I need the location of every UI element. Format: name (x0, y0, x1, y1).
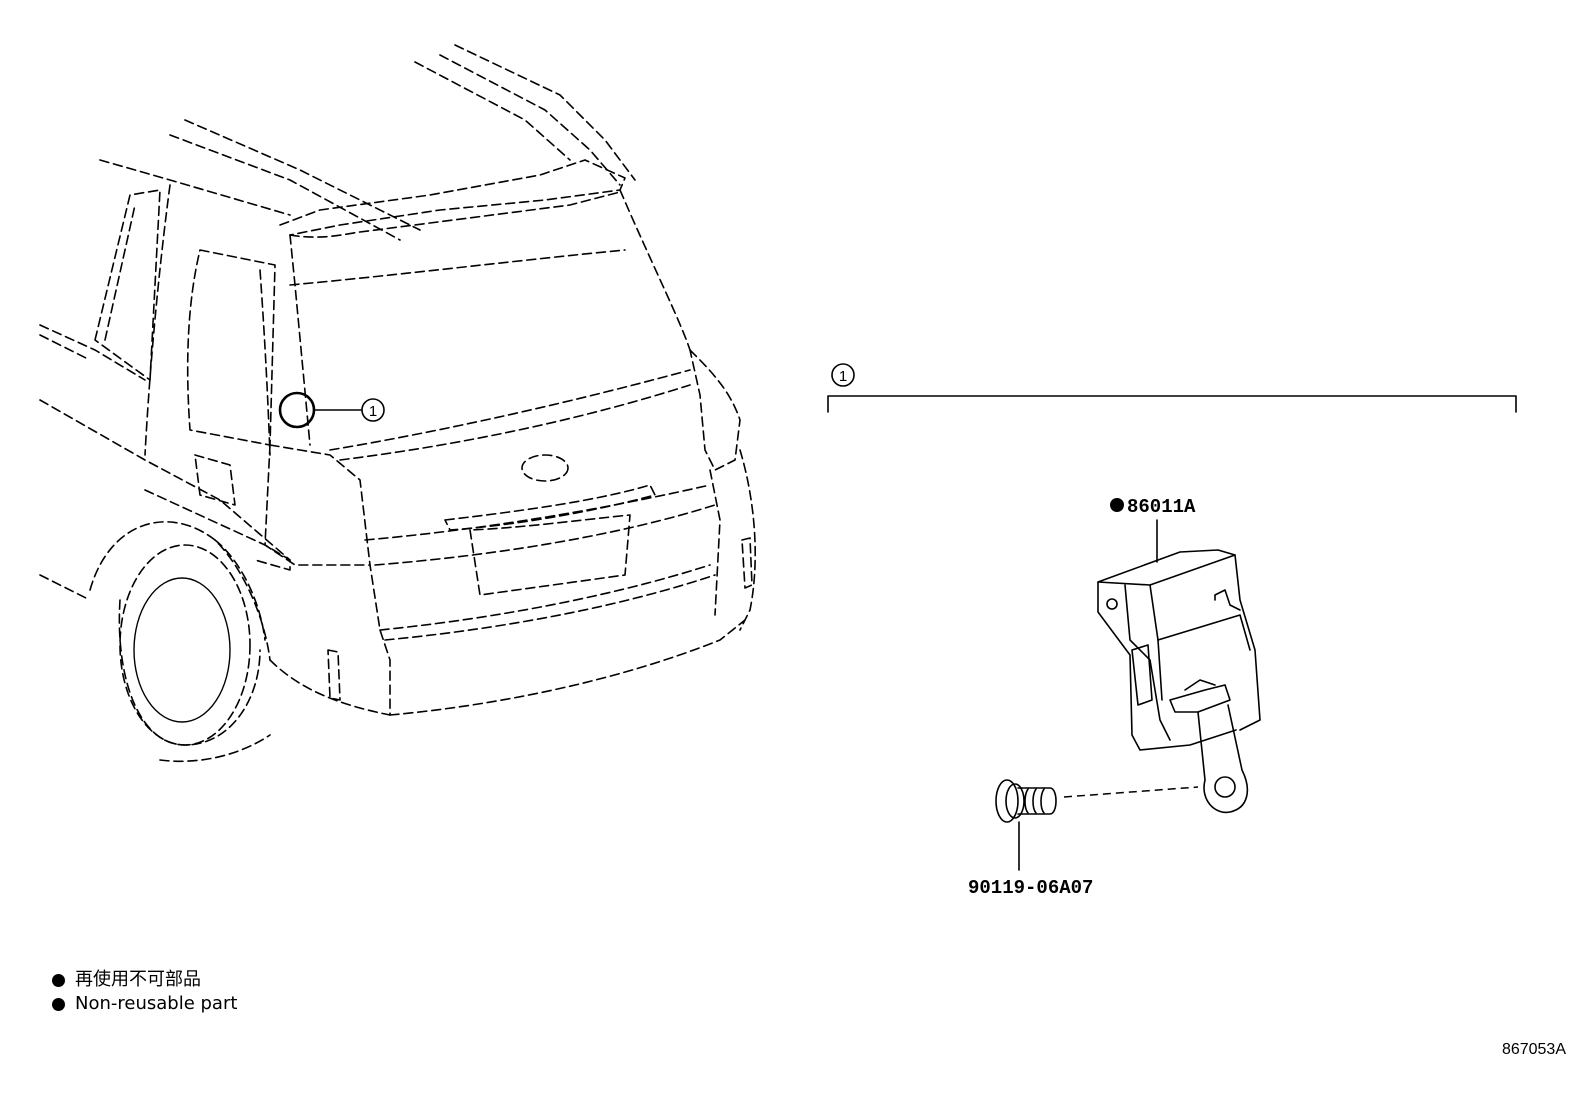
location-marker (278, 391, 316, 429)
legend-item: Non-reusable part (52, 992, 237, 1016)
non-reusable-dot (1110, 498, 1124, 512)
section-bracket: 1 (827, 363, 1517, 413)
bolt-part: 90119-06A07 (968, 779, 1093, 899)
alignment-line (1063, 786, 1199, 798)
callout-section-number: 1 (839, 368, 847, 385)
bullet-icon (52, 997, 65, 1011)
bolt-part-number: 90119-06A07 (968, 877, 1093, 899)
legend-item: 再使用不可部品 (52, 968, 237, 992)
vehicle-illustration (39, 44, 756, 763)
legend: 再使用不可部品 Non-reusable part (52, 968, 237, 1016)
bullet-icon (52, 973, 65, 987)
callout-vehicle-number: 1 (369, 403, 377, 420)
diagram-code: 867053A (1501, 1041, 1566, 1058)
legend-text-japanese: 再使用不可部品 (75, 969, 201, 990)
callout-vehicle: 1 (361, 398, 385, 422)
legend-text-english: Non-reusable part (75, 993, 238, 1014)
module-part: 86011A (1097, 496, 1261, 814)
module-part-number: 86011A (1127, 496, 1196, 518)
